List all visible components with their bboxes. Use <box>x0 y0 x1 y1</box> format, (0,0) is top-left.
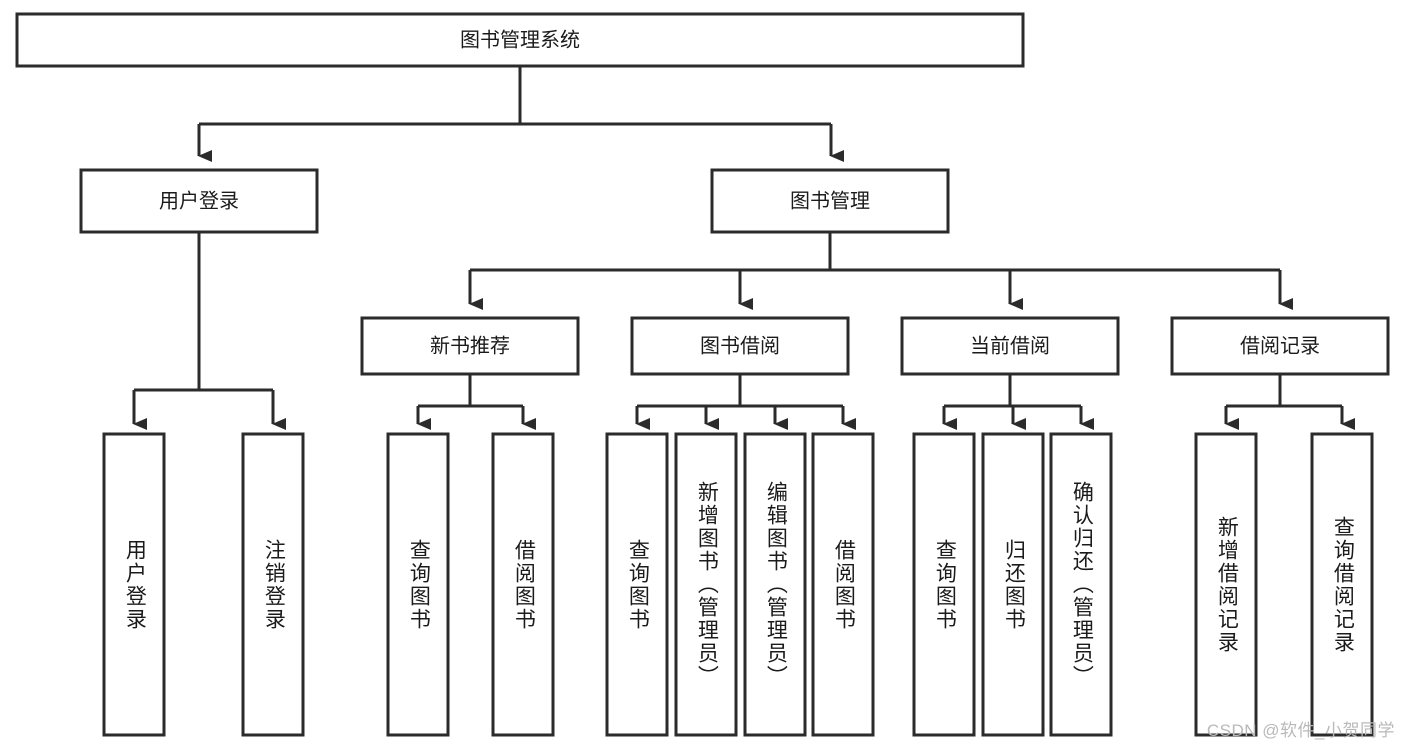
leaf-node-add-book-admin[interactable] <box>674 432 738 737</box>
node-borrow-record[interactable]: 借阅记录 <box>1170 316 1390 376</box>
node-user-login[interactable]: 用户登录 <box>79 168 319 234</box>
node-root-book-management-system[interactable]: 图书管理系统 <box>15 12 1025 68</box>
node-book-borrow[interactable]: 图书借阅 <box>630 316 850 376</box>
connector-bookborrow-to-leaves <box>635 374 856 430</box>
leaf-node-user-login[interactable] <box>102 432 166 737</box>
leaf-node-edit-book-admin[interactable] <box>743 432 807 737</box>
connector-bookmgmt-to-level3 <box>468 232 1293 310</box>
leaf-node-borrow-book-newbook[interactable] <box>491 432 555 737</box>
leaf-node-query-borrow-record[interactable] <box>1310 432 1374 737</box>
node-root-label: 图书管理系统 <box>460 28 580 51</box>
watermark-text: CSDN @软件_小贺同学 <box>1206 721 1395 740</box>
node-new-book-recommend-label: 新书推荐 <box>430 334 510 357</box>
node-book-management-label: 图书管理 <box>790 189 870 212</box>
connector-userlogin-to-leaves <box>132 232 286 430</box>
node-user-login-label: 用户登录 <box>159 189 239 212</box>
leaf-node-query-book-newbook[interactable] <box>386 432 450 737</box>
node-book-borrow-label: 图书借阅 <box>700 334 780 357</box>
connector-root-to-level2 <box>197 66 844 162</box>
leaf-node-query-book-borrow[interactable] <box>605 432 669 737</box>
node-book-management[interactable]: 图书管理 <box>710 168 950 234</box>
leaf-node-borrow-book[interactable] <box>811 432 875 737</box>
leaf-node-add-borrow-record[interactable] <box>1194 432 1258 737</box>
leaf-node-logout-login[interactable] <box>241 432 305 737</box>
leaf-node-return-book[interactable] <box>981 432 1045 737</box>
connector-borrowrecord-to-leaves <box>1224 374 1355 430</box>
node-current-borrow-label: 当前借阅 <box>970 334 1050 357</box>
node-new-book-recommend[interactable]: 新书推荐 <box>360 316 580 376</box>
node-current-borrow[interactable]: 当前借阅 <box>900 316 1120 376</box>
connector-currentborrow-to-leaves <box>942 374 1094 430</box>
leaf-node-confirm-return-admin[interactable] <box>1049 432 1113 737</box>
leaf-node-query-book-current[interactable] <box>912 432 976 737</box>
connector-newbook-to-leaves <box>416 374 536 430</box>
node-borrow-record-label: 借阅记录 <box>1240 334 1320 357</box>
